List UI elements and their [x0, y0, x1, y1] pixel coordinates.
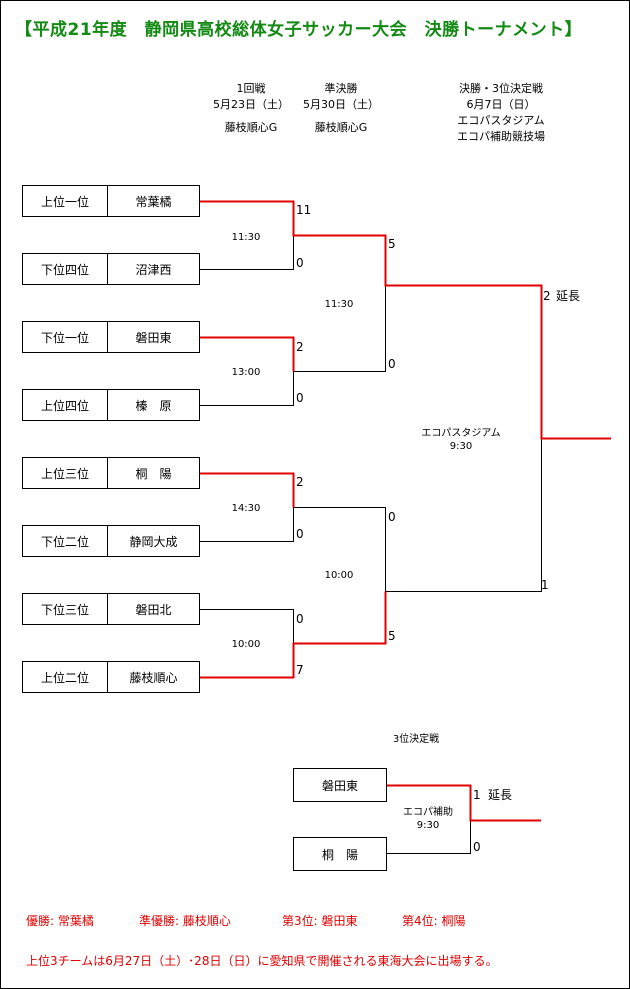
- final-time: 9:30: [449, 441, 473, 452]
- round1-venue: 藤枝順心G: [224, 121, 278, 134]
- third-place-score: 0: [473, 840, 481, 854]
- qualification-note: 上位3チームは6月27日（土）･28日（日）に愛知県で開催される東海大会に出場す…: [26, 954, 498, 968]
- third-place-team: 桐 陽: [293, 837, 387, 871]
- final-date: 6月7日（日）: [466, 98, 536, 111]
- score-semi: 5: [388, 237, 396, 251]
- page-title: 【平成21年度 静岡県高校総体女子サッカー大会 決勝トーナメント】: [15, 20, 583, 40]
- team-box: 下位三位 磐田北: [22, 593, 200, 625]
- line-semi-iwatahigashi: [293, 285, 386, 372]
- final-venue-main: エコパスタジアム: [457, 114, 545, 127]
- team-box: 下位四位 沼津西: [22, 253, 200, 285]
- line-tokohatachibana: [200, 200, 611, 440]
- match-time: 13:00: [231, 367, 261, 378]
- line-3rd-iwatahigashi: [387, 784, 541, 822]
- score-r1: 2: [296, 340, 304, 354]
- line-fujiedajunshin: [200, 591, 387, 679]
- line-iwatahigashi: [200, 336, 295, 372]
- line-shizuokataisei: [200, 507, 294, 542]
- school-name: 静岡大成: [129, 534, 178, 549]
- third-place-title: 3位決定戦: [392, 734, 440, 745]
- final-venue-label: エコパスタジアム 9:30: [406, 427, 516, 453]
- seed-label: 下位四位: [23, 254, 108, 284]
- score-r1: 0: [296, 391, 304, 405]
- match-time: 10:00: [324, 570, 354, 581]
- score-r1: 0: [296, 527, 304, 541]
- match-time: 14:30: [231, 503, 261, 514]
- school-name: 常葉橘: [135, 194, 172, 209]
- final-header: 決勝・3位決定戦 6月7日（日） エコパスタジアム エコパ補助競技場: [426, 81, 576, 145]
- final-venue-sub: エコパ補助競技場: [457, 130, 545, 143]
- team-box: 上位四位 榛 原: [22, 389, 200, 421]
- match-time: 10:00: [231, 639, 261, 650]
- line-toyo: [200, 472, 295, 508]
- school-name: 藤枝順心: [129, 670, 178, 685]
- round1-name: 1回戦: [236, 82, 266, 95]
- score-r1: 0: [296, 256, 304, 270]
- school-name: 沼津西: [135, 262, 172, 277]
- semifinal-date: 5月30日（土）: [303, 98, 379, 111]
- third-place-score: 1: [473, 788, 481, 802]
- line-haibara: [200, 371, 294, 406]
- line-numazunishi: [200, 235, 294, 270]
- team-box: 下位一位 磐田東: [22, 321, 200, 353]
- match-time: 11:30: [324, 299, 354, 310]
- result-runner-up: 準優勝: 藤枝順心: [139, 914, 231, 928]
- third-place-extra-time: 延長: [488, 788, 513, 802]
- semifinal-name: 準決勝: [324, 82, 358, 95]
- seed-label: 下位二位: [23, 526, 108, 556]
- third-place-venue: エコパ補助: [403, 807, 453, 818]
- seed-label: 上位四位: [23, 390, 108, 420]
- score-semi: 5: [388, 629, 396, 643]
- school-name: 磐田東: [135, 330, 172, 345]
- semifinal-venue: 藤枝順心G: [314, 121, 368, 134]
- school-name: 磐田北: [135, 602, 172, 617]
- line-iwatakita: [200, 609, 294, 643]
- result-third: 第3位: 磐田東: [282, 914, 358, 928]
- score-final: 2: [543, 289, 551, 303]
- match-time: 11:30: [231, 232, 261, 243]
- round1-date: 5月23日（土）: [213, 98, 289, 111]
- team-box: 上位二位 藤枝順心: [22, 661, 200, 693]
- seed-label: 上位二位: [23, 662, 108, 692]
- final-name: 決勝・3位決定戦: [459, 82, 543, 95]
- round1-header: 1回戦 5月23日（土） 藤枝順心G: [201, 81, 301, 136]
- line-semi-toyo: [293, 507, 386, 591]
- score-final: 1: [541, 578, 549, 592]
- team-box: 上位一位 常葉橘: [22, 185, 200, 217]
- seed-label: 上位一位: [23, 186, 108, 216]
- third-place-team: 磐田東: [293, 768, 387, 802]
- line-final-fujiedajunshin: [385, 438, 542, 592]
- team-box: 上位三位 桐 陽: [22, 457, 200, 489]
- seed-label: 上位三位: [23, 458, 108, 488]
- school-name: 桐 陽: [135, 466, 172, 481]
- score-r1: 11: [296, 203, 312, 217]
- line-3rd-toyo: [387, 820, 471, 854]
- result-champion: 優勝: 常葉橘: [26, 914, 94, 928]
- school-name: 榛 原: [135, 398, 172, 413]
- score-r1: 2: [296, 475, 304, 489]
- result-fourth: 第4位: 桐陽: [402, 914, 466, 928]
- third-place-venue-label: エコパ補助 9:30: [393, 806, 463, 832]
- score-r1: 7: [296, 663, 304, 677]
- seed-label: 下位三位: [23, 594, 108, 624]
- extra-time-label: 延長: [556, 289, 581, 303]
- semifinal-header: 準決勝 5月30日（土） 藤枝順心G: [291, 81, 391, 136]
- third-place-time: 9:30: [416, 820, 440, 831]
- seed-label: 下位一位: [23, 322, 108, 352]
- final-venue: エコパスタジアム: [421, 428, 501, 439]
- team-box: 下位二位 静岡大成: [22, 525, 200, 557]
- score-semi: 0: [388, 510, 396, 524]
- score-semi: 0: [388, 357, 396, 371]
- score-r1: 0: [296, 612, 304, 626]
